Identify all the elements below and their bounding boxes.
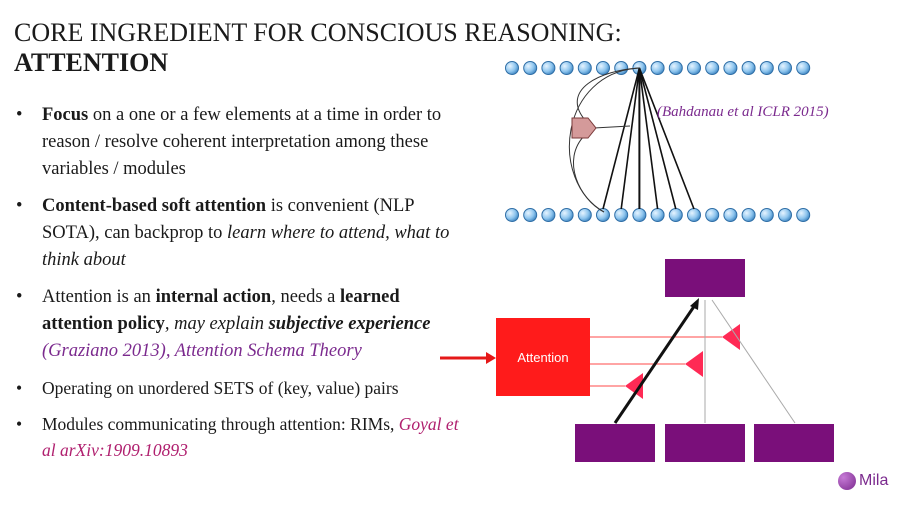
bullet-text-segment: Attention is an [42, 287, 156, 307]
bottom-node [577, 208, 592, 222]
bullet-text-segment: , may explain [164, 314, 269, 334]
top-node [559, 61, 574, 75]
top-node [705, 61, 720, 75]
faint-line-2 [711, 299, 796, 424]
top-node [796, 61, 811, 75]
bullet-text-segment: Operating on unordered SETS of (key, val… [42, 378, 399, 398]
bullet-text-segment: internal action [155, 287, 272, 307]
bullet-list: Focus on a one or a few elements at a ti… [14, 102, 469, 473]
black-arrow-line [613, 304, 697, 424]
bottom-node-row [505, 208, 811, 222]
bullet-text-segment: learned attention policy [42, 287, 400, 334]
bottom-node [614, 208, 629, 222]
attention-box: Attention [496, 318, 590, 396]
bottom-node [559, 208, 574, 222]
bullet-text-segment: subjective experience [268, 314, 431, 334]
bullet-text-segment: , needs a [271, 287, 341, 307]
module-bottom-left [575, 424, 655, 462]
bullet-text-segment: Content-based soft attention [42, 196, 267, 216]
top-node [687, 61, 701, 75]
red-triangle-2 [685, 351, 703, 377]
pentagon-node [571, 117, 597, 139]
top-node [541, 61, 556, 75]
bullet-item: Modules communicating through attention:… [14, 411, 469, 463]
mila-logo-icon [838, 472, 856, 490]
title-line-1: CORE INGREDIENT FOR CONSCIOUS REASONING: [14, 18, 622, 47]
bullet-text-segment: (Graziano 2013), Attention Schema Theory [42, 341, 362, 361]
bottom-node [741, 208, 756, 222]
attention-line [602, 67, 641, 210]
top-node [778, 61, 792, 75]
side-arc-outer [569, 67, 641, 213]
bullet-text-segment: on a one or a few elements at a time in … [42, 105, 442, 179]
bottom-node [650, 208, 665, 222]
bullet-item: Focus on a one or a few elements at a ti… [14, 102, 469, 183]
bottom-node [723, 208, 738, 222]
bottom-node [505, 208, 519, 222]
slide-title: CORE INGREDIENT FOR CONSCIOUS REASONING:… [14, 18, 622, 78]
top-node [668, 61, 683, 75]
attention-label: Attention [517, 349, 569, 365]
input-arrowhead [486, 352, 496, 364]
top-node [596, 61, 610, 75]
bullet-text-segment: is convenient (NLP SOTA), can backprop t… [42, 196, 414, 243]
bottom-node [523, 208, 538, 222]
bottom-node [541, 208, 556, 222]
top-node [723, 61, 738, 75]
mila-logo: Mila [838, 472, 888, 490]
red-triangle-1 [722, 324, 740, 350]
attention-line [638, 67, 677, 210]
mila-logo-text: Mila [859, 472, 889, 489]
bottom-node [705, 208, 720, 222]
bullet-item: Attention is an internal action, needs a… [14, 284, 469, 365]
top-node [741, 61, 756, 75]
top-node [505, 61, 519, 75]
module-top [665, 259, 745, 297]
bottom-node [687, 208, 701, 222]
attention-line [638, 67, 695, 210]
bottom-node [796, 208, 811, 222]
black-arrowhead [690, 298, 699, 310]
bullet-text-segment: learn where to attend, what to think abo… [42, 223, 450, 270]
red-triangle-3 [625, 373, 643, 399]
bottom-node [778, 208, 792, 222]
attention-line [620, 67, 641, 210]
top-node [577, 61, 592, 75]
bottom-node [596, 208, 610, 222]
bullet-item: Content-based soft attention is convenie… [14, 193, 469, 274]
bottom-node [668, 208, 683, 222]
bullet-text-segment: Modules communicating through attention:… [42, 414, 399, 434]
bullet-item: Operating on unordered SETS of (key, val… [14, 375, 469, 401]
top-node-row [505, 61, 811, 75]
title-line-2: ATTENTION [14, 48, 169, 77]
bullet-text-segment: Goyal et al arXiv:1909.10893 [42, 414, 459, 460]
top-node [759, 61, 774, 75]
module-bottom-right [754, 424, 834, 462]
top-node [523, 61, 538, 75]
bottom-node [759, 208, 774, 222]
attention-line [638, 67, 659, 210]
module-bottom-middle [665, 424, 745, 462]
bullet-text-segment: Focus [42, 105, 89, 125]
top-node [650, 61, 665, 75]
attention-lines [602, 67, 695, 210]
bottom-node [632, 208, 647, 222]
reference-citation: (Bahdanau et al ICLR 2015) [657, 104, 829, 120]
arrow-to-hub [593, 125, 631, 129]
